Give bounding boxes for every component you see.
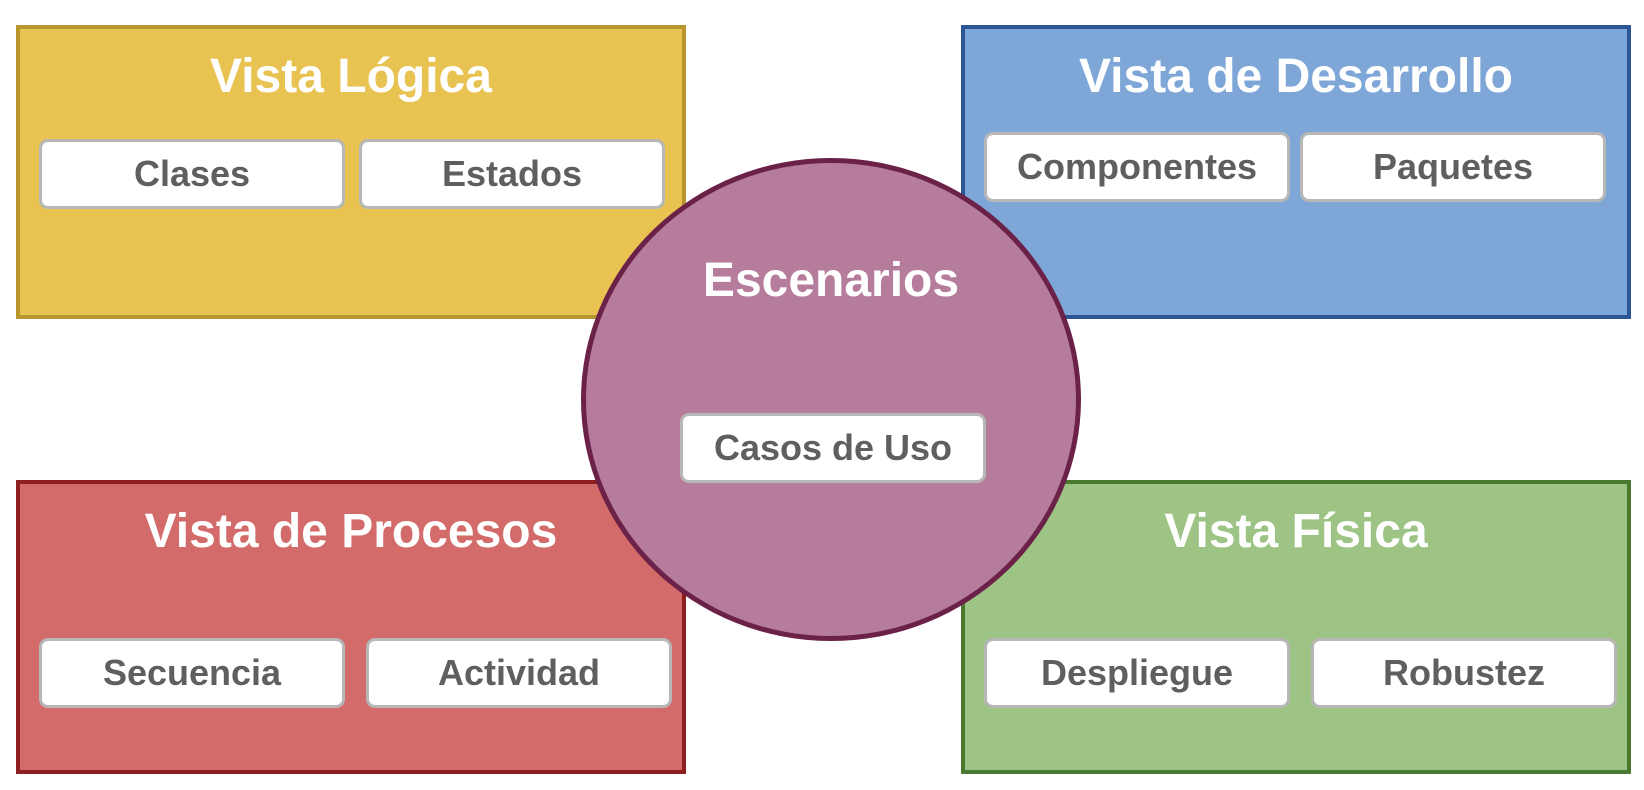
physical-view-item-robustez: Robustez (1311, 638, 1617, 708)
development-view-panel: Vista de Desarrollo Componentes Paquetes (961, 25, 1631, 319)
scenarios-circle: Escenarios Casos de Uso (581, 158, 1081, 641)
physical-view-item-despliegue: Despliegue (984, 638, 1290, 708)
process-view-panel: Vista de Procesos Secuencia Actividad (16, 480, 686, 774)
logical-view-title: Vista Lógica (210, 50, 492, 103)
scenarios-item-casos-de-uso: Casos de Uso (680, 413, 986, 483)
development-view-item-paquetes: Paquetes (1300, 132, 1606, 202)
process-view-item-actividad: Actividad (366, 638, 672, 708)
logical-view-panel: Vista Lógica Clases Estados (16, 25, 686, 319)
physical-view-panel: Vista Física Despliegue Robustez (961, 480, 1631, 774)
development-view-item-componentes: Componentes (984, 132, 1290, 202)
scenarios-title: Escenarios (702, 254, 960, 307)
process-view-title: Vista de Procesos (144, 505, 558, 558)
process-view-item-secuencia: Secuencia (39, 638, 345, 708)
logical-view-item-clases: Clases (39, 139, 345, 209)
development-view-title: Vista de Desarrollo (1079, 50, 1513, 103)
logical-view-item-estados: Estados (359, 139, 665, 209)
physical-view-title: Vista Física (1164, 505, 1428, 558)
